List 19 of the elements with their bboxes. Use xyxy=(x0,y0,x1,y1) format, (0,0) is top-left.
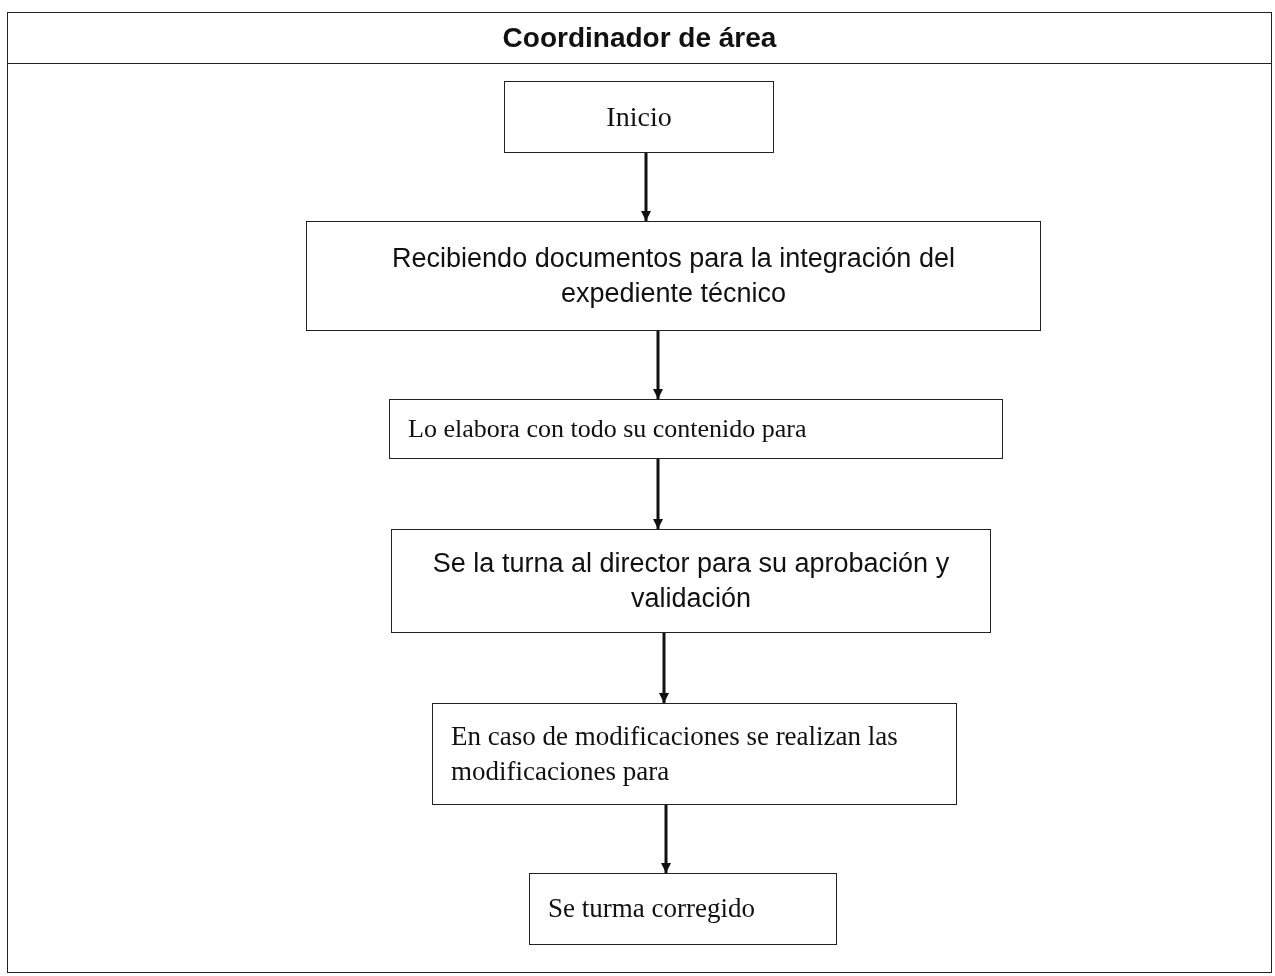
box-text: Recibiendo documentos para la integración del expediente técnico xyxy=(391,241,956,310)
box-text: Se la turna al director para su aprobación y validación xyxy=(431,546,951,615)
arrow xyxy=(659,633,669,703)
process-box xyxy=(391,529,991,633)
arrow xyxy=(661,805,671,873)
process-box xyxy=(306,221,1041,331)
lane-title: Coordinador de área xyxy=(502,22,777,54)
swimlane xyxy=(7,12,1272,973)
arrow xyxy=(641,153,651,221)
box-text: Se turma corregido xyxy=(548,892,755,926)
process-box xyxy=(529,873,837,945)
box-text: Lo elabora con todo su contenido para xyxy=(408,413,807,446)
box-text: En caso de modificaciones se realizan las modificaciones para xyxy=(451,719,899,788)
box-text: Inicio xyxy=(606,99,672,134)
arrow xyxy=(653,459,663,529)
arrow xyxy=(653,331,663,399)
process-box xyxy=(389,399,1003,459)
process-box xyxy=(432,703,957,805)
process-box xyxy=(504,81,774,153)
